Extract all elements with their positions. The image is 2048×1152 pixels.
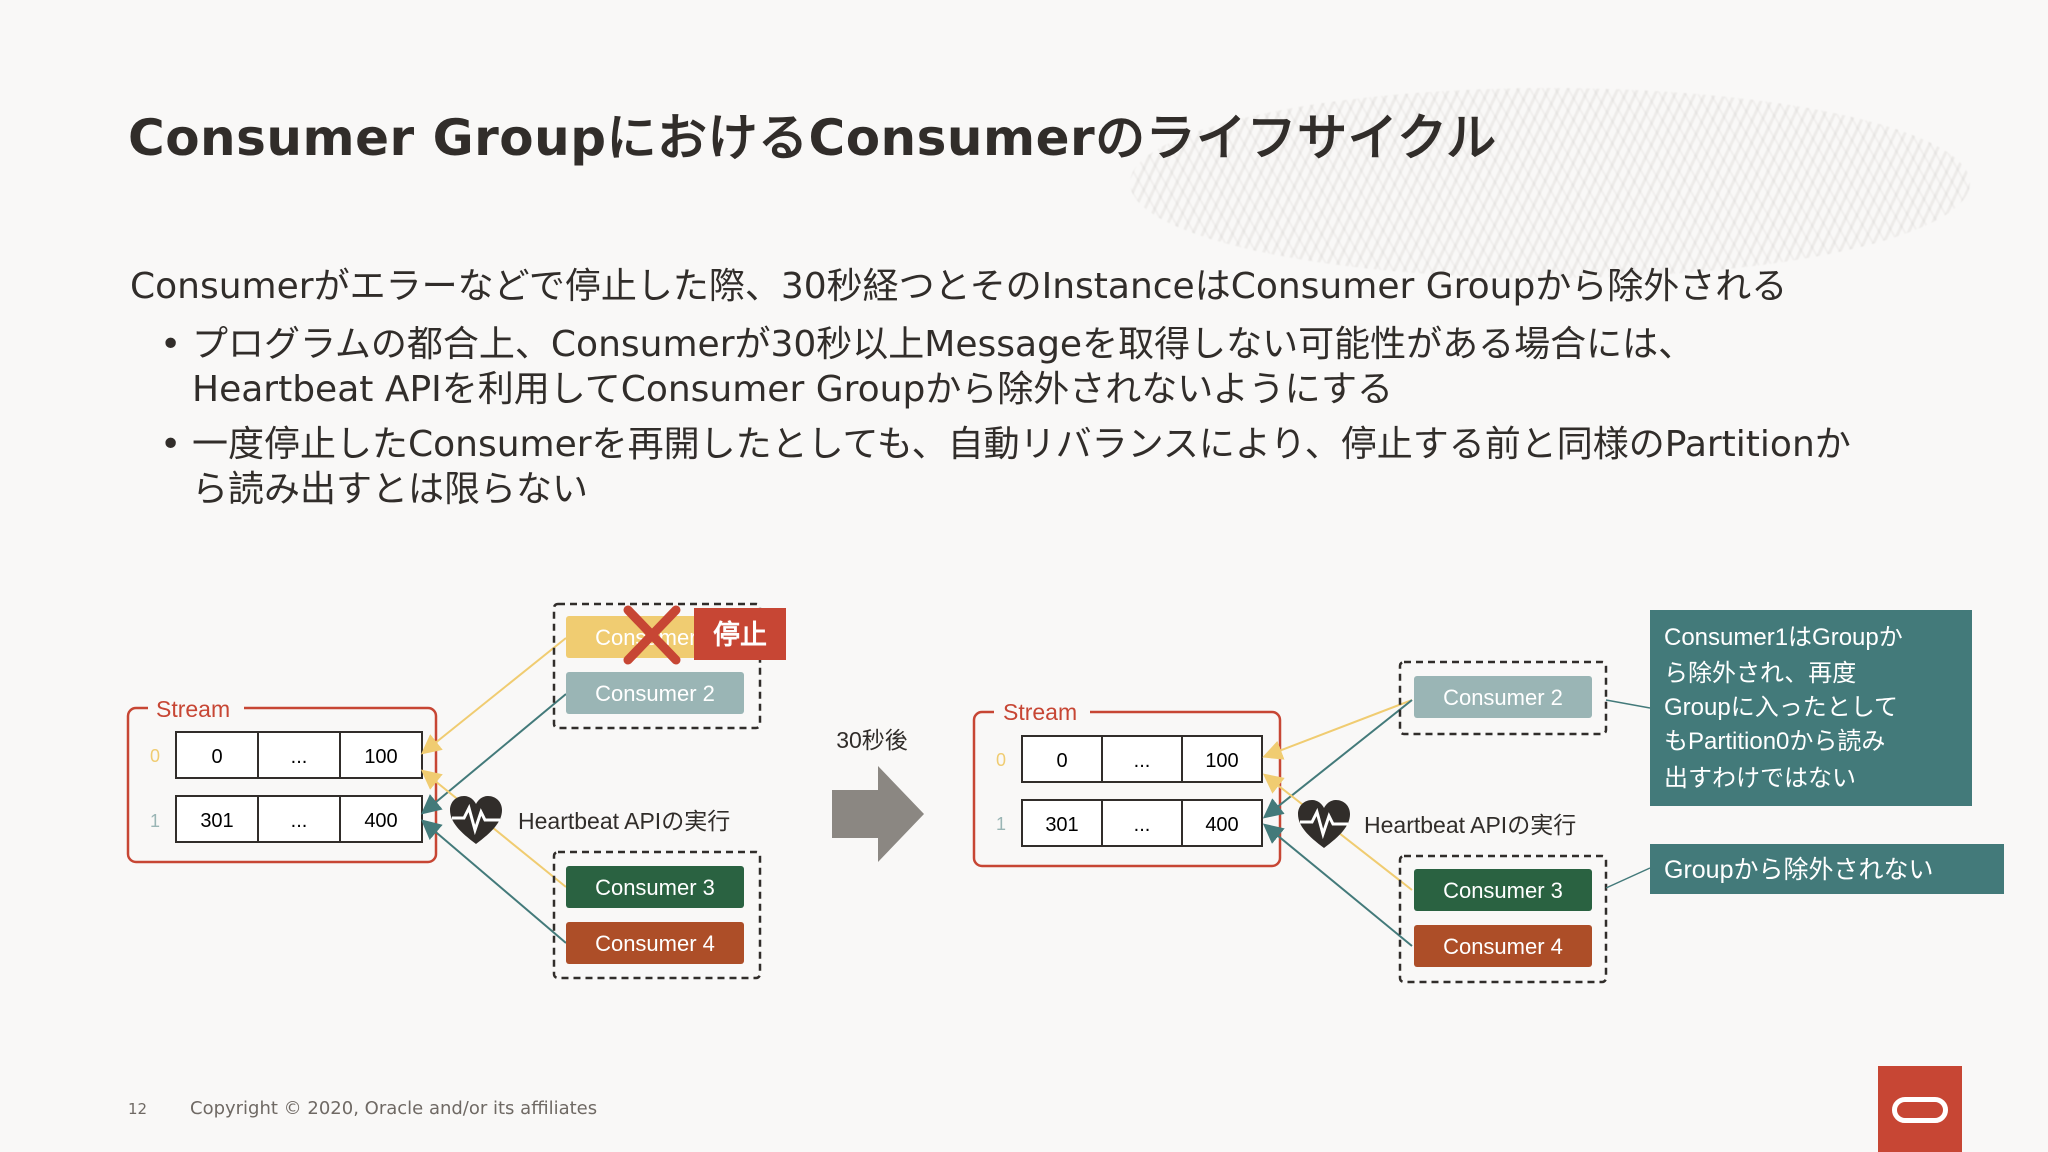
- consumer4-link: [420, 819, 567, 944]
- bullet-item-heartbeat: • プログラムの都合上、Consumerが30秒以上Messageを取得しない可…: [160, 322, 1972, 412]
- consumer4-box: [1414, 925, 1592, 967]
- stream-label-bg: [994, 698, 1090, 726]
- offset-cell: 400: [1205, 814, 1238, 836]
- partition-id: 0: [996, 750, 1006, 770]
- consumer2-link: [420, 693, 567, 815]
- partition-row-1: 301 ... 400: [175, 795, 423, 843]
- arrow-label: 30秒後: [836, 727, 908, 753]
- oracle-logo: [1878, 1066, 1962, 1152]
- consumer2-box: [1414, 676, 1592, 718]
- offset-cell: ...: [291, 746, 308, 768]
- consumer-group-bottom: [552, 850, 762, 980]
- heartbeat-label: Heartbeat APIの実行: [1364, 812, 1576, 838]
- consumer4-label: Consumer 4: [595, 931, 715, 956]
- consumer1-link: [420, 637, 567, 755]
- consumer3-box: [1414, 869, 1592, 911]
- next-arrow-icon: [832, 766, 924, 862]
- callout-not-removed: [1650, 844, 2004, 894]
- page-number: 12: [128, 1100, 148, 1118]
- offset-cell: ...: [291, 810, 308, 832]
- offset-cell: 0: [211, 746, 222, 768]
- callout-label: Groupから除外されない: [1664, 856, 1933, 884]
- oracle-ring-icon: [1892, 1097, 1948, 1123]
- offset-cell: 400: [364, 810, 397, 832]
- consumer-group-top: [552, 602, 762, 730]
- consumer2-label: Consumer 2: [595, 681, 715, 706]
- offset-cell: ...: [1134, 814, 1151, 836]
- consumer-group-bottom: [1398, 854, 1608, 984]
- consumer2-link-p0: [1262, 699, 1413, 760]
- bullet-dot: •: [160, 324, 182, 365]
- consumer-group-top: [1398, 660, 1608, 736]
- heartbeat-label: Heartbeat APIの実行: [518, 808, 730, 834]
- consumer2-label: Consumer 2: [1443, 685, 1563, 710]
- callout-line: Groupに入ったとして: [1664, 694, 1898, 721]
- bullet-line: 一度停止したConsumerを再開したとしても、自動リバランスにより、停止する前…: [192, 424, 1851, 465]
- bullet-dot: •: [160, 424, 182, 465]
- offset-cell: 0: [1056, 750, 1067, 772]
- offset-cell: 301: [1045, 814, 1078, 836]
- callout-removed: [1650, 610, 1972, 806]
- heartbeat-icon: [450, 796, 502, 844]
- consumer4-link: [1262, 823, 1413, 947]
- partition-id: 1: [150, 811, 160, 831]
- bullet-item-rebalance: • 一度停止したConsumerを再開したとしても、自動リバランスにより、停止す…: [160, 422, 1972, 512]
- offset-cell: 100: [1205, 750, 1238, 772]
- partition-id: 1: [996, 814, 1006, 834]
- offset-cell: 301: [200, 810, 233, 832]
- consumer3-link: [420, 769, 567, 888]
- stop-x-icon: [623, 605, 681, 665]
- stream-label: Stream: [156, 696, 230, 722]
- callout-line: Consumer1はGroupか: [1664, 624, 1903, 651]
- decorative-pattern: [1130, 88, 1970, 278]
- callout-leader-bottom: [1605, 867, 1651, 889]
- right-diagram: Stream 0 1 0 ... 100 301 ... 400 Consume…: [972, 610, 2004, 984]
- partition-row-1: 301 ... 400: [1021, 799, 1263, 847]
- offset-cell: ...: [1134, 750, 1151, 772]
- consumer4-label: Consumer 4: [1443, 934, 1563, 959]
- bullet-line: Heartbeat APIを利用してConsumer Groupから除外されない…: [192, 369, 1393, 410]
- stream-label: Stream: [1003, 699, 1077, 725]
- consumer2-box: [566, 672, 744, 714]
- heartbeat-icon: [1298, 800, 1350, 848]
- lead-text: Consumerがエラーなどで停止した際、30秒経つとそのInstanceはCo…: [130, 266, 1788, 307]
- stopped-badge: [694, 608, 786, 660]
- bullet-line: プログラムの都合上、Consumerが30秒以上Messageを取得しない可能性…: [192, 324, 1695, 365]
- stream-label-bg: [148, 694, 244, 722]
- left-diagram: Stream 0 1 0 ... 100 301 ... 400 Consume…: [126, 602, 786, 980]
- stopped-label: 停止: [713, 619, 767, 650]
- slide-title: Consumer GroupにおけるConsumerのライフサイクル: [128, 109, 1497, 167]
- callout-line: もPartition0から読み: [1664, 728, 1885, 755]
- copyright-text: Copyright © 2020, Oracle and/or its affi…: [190, 1098, 598, 1119]
- callout-leader-top: [1605, 699, 1651, 709]
- bullet-line: ら読み出すとは限らない: [192, 469, 589, 510]
- consumer4-box: [566, 922, 744, 964]
- partition-row-0: 0 ... 100: [175, 731, 423, 779]
- callout-line: ら除外され、再度: [1664, 660, 1856, 687]
- consumer3-box: [566, 866, 744, 908]
- offset-cell: 100: [364, 746, 397, 768]
- partition-id: 0: [150, 746, 160, 766]
- consumer3-label: Consumer 3: [595, 875, 715, 900]
- callout-line: 出すわけではない: [1664, 765, 1856, 792]
- consumer2-link-p1: [1262, 699, 1413, 819]
- partition-row-0: 0 ... 100: [1021, 735, 1263, 783]
- consumer3-label: Consumer 3: [1443, 878, 1563, 903]
